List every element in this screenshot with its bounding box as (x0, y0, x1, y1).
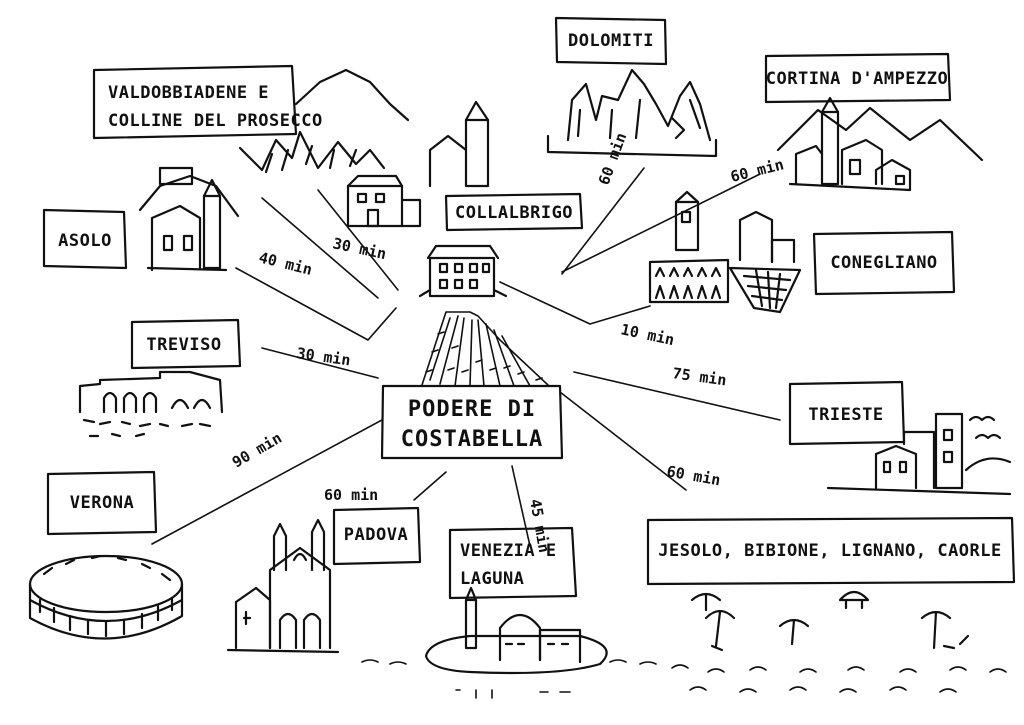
node-beaches: JESOLO, BIBIONE, LIGNANO, CAORLE 60 min (646, 462, 1016, 693)
time-verona: 90 min (229, 429, 285, 472)
trieste-town-drawing (826, 412, 1012, 496)
connector-lines (151, 167, 781, 547)
prosecco-hills-drawing (238, 68, 410, 174)
cortina-village-drawing (776, 96, 984, 192)
label-padova: PADOVA (344, 525, 408, 545)
time-treviso: 30 min (295, 344, 351, 369)
beach-umbrellas-drawing (690, 590, 970, 652)
node-collalbrigo: COLLALBRIGO 30 min (331, 100, 584, 263)
farmhouse-drawing (418, 244, 508, 298)
node-conegliano: CONEGLIANO 10 min (619, 190, 956, 349)
node-cortina: CORTINA D'AMPEZZO 60 min (729, 52, 984, 192)
venice-island-drawing (424, 586, 608, 675)
asolo-castle-drawing (138, 166, 240, 272)
time-cortina: 60 min (729, 155, 786, 186)
label-dolomiti: DOLOMITI (568, 31, 654, 51)
node-verona: VERONA 90 min (28, 429, 285, 640)
node-treviso: TREVISO 30 min (78, 318, 352, 438)
time-conegliano: 10 min (619, 320, 676, 349)
time-padova: 60 min (324, 486, 378, 504)
label-trieste: TRIESTE (808, 405, 883, 425)
time-valdobbiadene: 40 min (257, 248, 314, 279)
label-collalbrigo: COLLALBRIGO (455, 203, 573, 223)
time-collalbrigo: 30 min (331, 234, 388, 263)
arena-colosseum-drawing (28, 554, 184, 640)
label-cortina: CORTINA D'AMPEZZO (766, 69, 949, 89)
lagoon-waves-drawing (361, 659, 657, 699)
node-padova: PADOVA 60 min (226, 486, 422, 654)
label-beaches: JESOLO, BIBIONE, LIGNANO, CAORLE (658, 541, 1002, 561)
label-valdobbiadene-line-2: COLLINE DEL PROSECCO (108, 111, 323, 131)
collalbrigo-church-drawing (346, 100, 490, 228)
label-verona: VERONA (70, 493, 134, 513)
time-beaches: 60 min (665, 462, 721, 489)
center-node: PODERE DI COSTABELLA (380, 244, 564, 460)
node-venezia: VENEZIA E LAGUNA 45 min (361, 498, 657, 699)
center-title-line-1: PODERE DI (408, 397, 536, 422)
node-dolomiti: DOLOMITI 60 min (546, 16, 718, 187)
time-dolomiti: 60 min (595, 130, 630, 187)
label-venezia-line-1: VENEZIA E (460, 541, 557, 561)
label-conegliano: CONEGLIANO (830, 253, 937, 273)
time-trieste: 75 min (671, 364, 727, 389)
center-title-line-2: COSTABELLA (401, 427, 543, 452)
label-treviso: TREVISO (146, 335, 221, 355)
vineyard-drawing (421, 311, 549, 387)
node-asolo: ASOLO (42, 166, 240, 272)
conegliano-town-drawing (648, 190, 802, 314)
label-asolo: ASOLO (58, 231, 112, 251)
node-trieste: TRIESTE 75 min (671, 364, 1012, 496)
sea-waves-drawing (671, 664, 1007, 693)
padova-basilica-drawing (226, 518, 340, 654)
dolomiti-mountains-drawing (546, 68, 718, 158)
label-valdobbiadene-line-1: VALDOBBIADENE E (108, 83, 269, 103)
treviso-walls-drawing (78, 370, 224, 438)
label-venezia-line-2: LAGUNA (460, 569, 524, 589)
